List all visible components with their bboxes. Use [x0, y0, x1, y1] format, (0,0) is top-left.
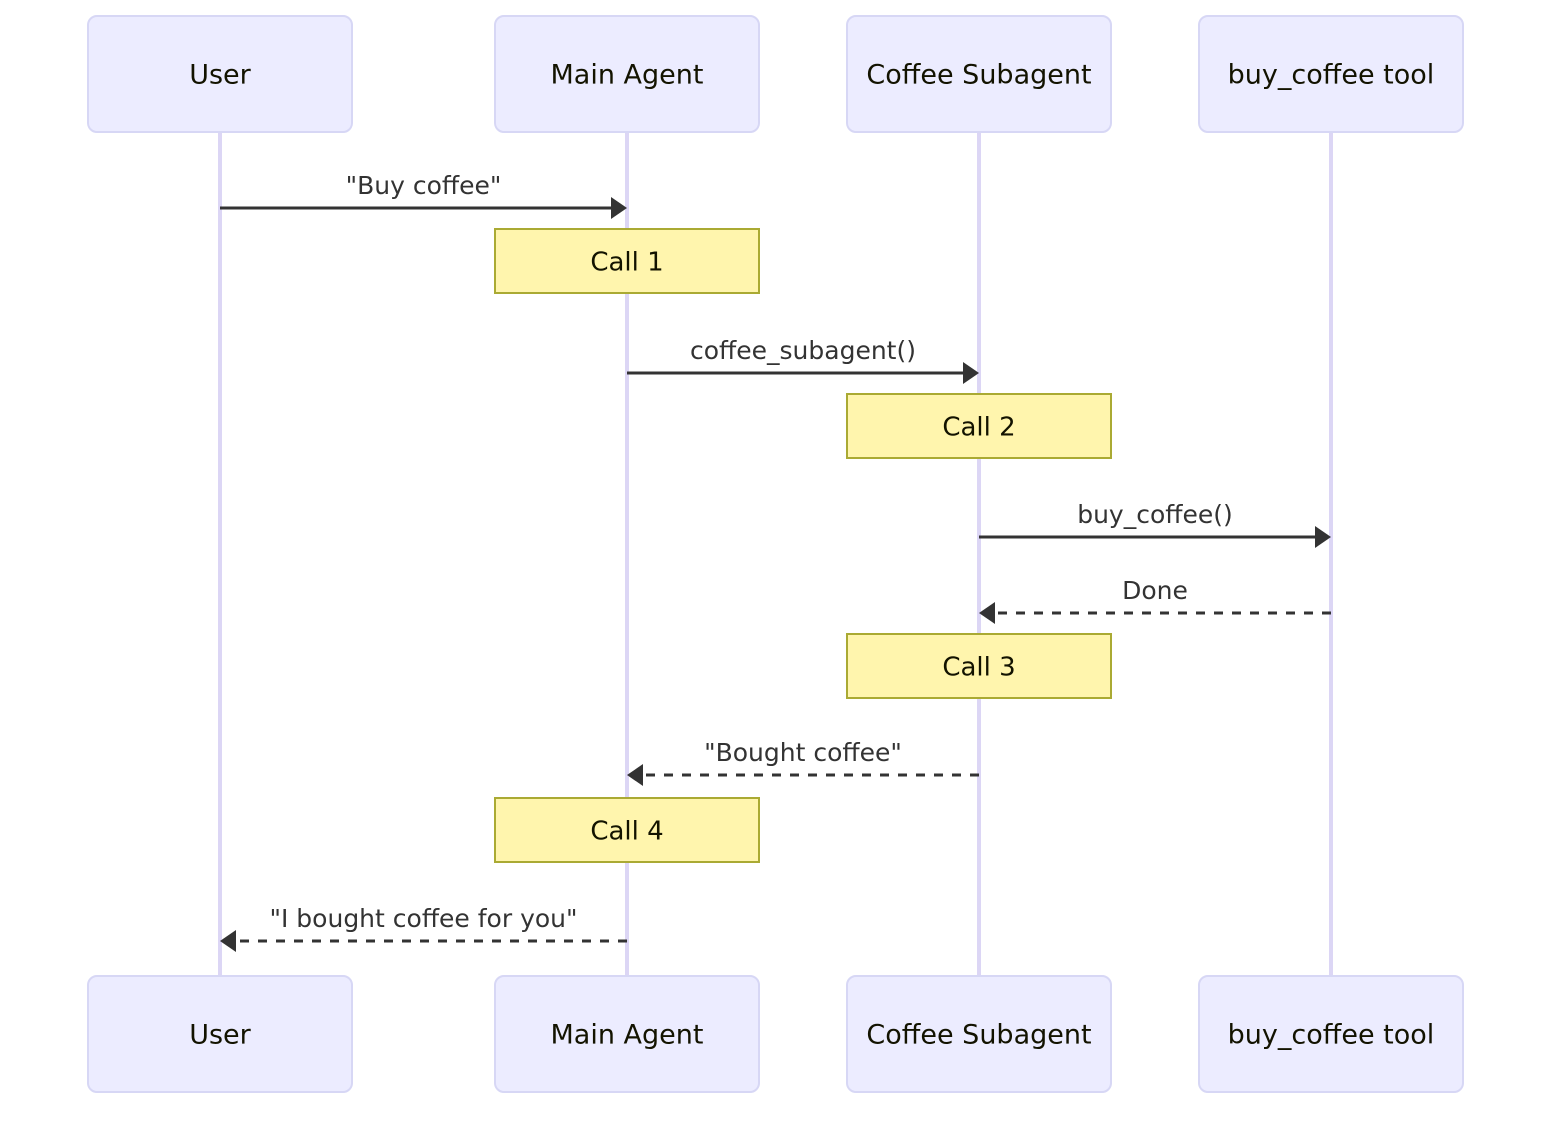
note-label: Call 2 — [942, 413, 1015, 443]
message-label: buy_coffee() — [1077, 500, 1233, 529]
participant-label: User — [189, 1020, 251, 1051]
participant-label: buy_coffee tool — [1228, 60, 1435, 91]
message-msg-coffee-subagent: coffee_subagent() — [627, 336, 979, 384]
participant-box[interactable] — [87, 975, 353, 1093]
message-label: "I bought coffee for you" — [269, 904, 577, 933]
message-msg-buy-coffee: "Buy coffee" — [220, 171, 627, 219]
participant-box[interactable] — [87, 15, 353, 133]
message-msg-buy-coffee-call: buy_coffee() — [979, 500, 1331, 548]
participant-box[interactable] — [494, 15, 760, 133]
participant-label: Main Agent — [551, 60, 704, 91]
participant-coffee_subagent-bottom[interactable]: Coffee Subagent — [846, 975, 1112, 1093]
participant-coffee_subagent-top[interactable]: Coffee Subagent — [846, 15, 1112, 133]
participant-buy_coffee_tool-top[interactable]: buy_coffee tool — [1198, 15, 1464, 133]
message-arrowhead — [611, 197, 627, 219]
note-note-call-4: Call 4 — [494, 797, 760, 863]
note-label: Call 4 — [590, 817, 663, 847]
participant-main_agent-top[interactable]: Main Agent — [494, 15, 760, 133]
note-note-call-2: Call 2 — [846, 393, 1112, 459]
participant-buy_coffee_tool-bottom[interactable]: buy_coffee tool — [1198, 975, 1464, 1093]
message-arrowhead — [627, 764, 643, 786]
note-rect — [494, 797, 760, 863]
participant-box[interactable] — [1198, 975, 1464, 1093]
message-arrowhead — [963, 362, 979, 384]
message-label: Done — [1122, 576, 1188, 605]
note-label: Call 1 — [590, 248, 663, 278]
participant-label: Coffee Subagent — [866, 1020, 1091, 1051]
note-note-call-1: Call 1 — [494, 228, 760, 294]
message-arrowhead — [1315, 526, 1331, 548]
note-rect — [846, 393, 1112, 459]
message-label: "Bought coffee" — [704, 738, 902, 767]
participant-label: Coffee Subagent — [866, 60, 1091, 91]
message-arrowhead — [220, 930, 236, 952]
participant-box[interactable] — [846, 15, 1112, 133]
notes-layer: Call 1 Call 2 Call 3 Call 4 — [494, 228, 1112, 863]
note-note-call-3: Call 3 — [846, 633, 1112, 699]
note-rect — [494, 228, 760, 294]
participant-box[interactable] — [1198, 15, 1464, 133]
participant-box[interactable] — [494, 975, 760, 1093]
participants-bottom-layer: User Main Agent Coffee Subagent buy_coffee … — [87, 975, 1464, 1093]
note-label: Call 3 — [942, 653, 1015, 683]
participant-label: Main Agent — [551, 1020, 704, 1051]
participant-user-top[interactable]: User — [87, 15, 353, 133]
participant-label: User — [189, 60, 251, 91]
participants-top-layer: User Main Agent Coffee Subagent buy_coffee … — [87, 15, 1464, 133]
messages-layer: "Buy coffee" coffee_subagent() buy_coffee(… — [220, 171, 1331, 952]
message-label: coffee_subagent() — [690, 336, 916, 365]
message-msg-bought-coffee: "Bought coffee" — [627, 738, 979, 786]
note-rect — [846, 633, 1112, 699]
message-arrowhead — [979, 602, 995, 624]
participant-user-bottom[interactable]: User — [87, 975, 353, 1093]
message-msg-i-bought-coffee: "I bought coffee for you" — [220, 904, 627, 952]
participant-box[interactable] — [846, 975, 1112, 1093]
message-msg-done: Done — [979, 576, 1331, 624]
lifelines-layer — [218, 132, 1333, 976]
message-label: "Buy coffee" — [346, 171, 502, 200]
participant-label: buy_coffee tool — [1228, 1020, 1435, 1051]
participant-main_agent-bottom[interactable]: Main Agent — [494, 975, 760, 1093]
